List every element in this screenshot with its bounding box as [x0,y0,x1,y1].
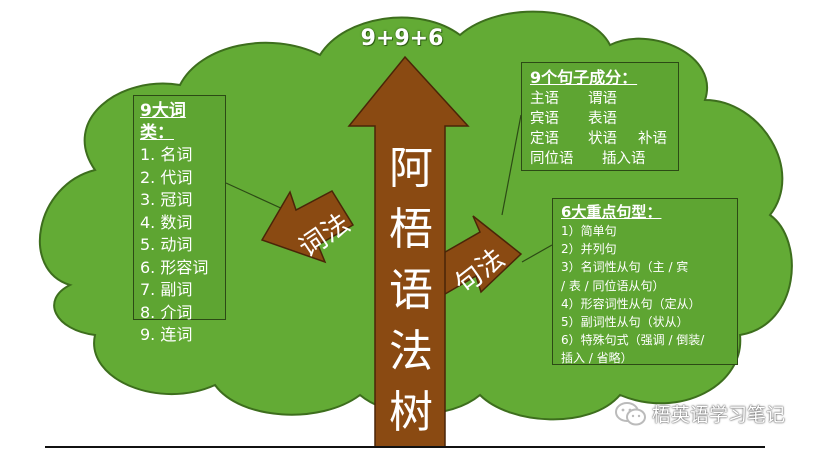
word-classes-title: 9大词类： [140,101,186,143]
list-item: 3）名词性从句（主 / 宾 [561,260,689,275]
trunk-char: 法 [389,326,433,377]
list-item: 1. 名词 [140,145,193,164]
wechat-icon [615,401,646,425]
list-item: 5. 动词 [140,235,193,254]
sentence-patterns-box: 6大重点句型： 1）简单句 2）并列句 3）名词性从句（主 / 宾 / 表 / … [552,198,738,365]
component-item: 补语 [638,131,667,147]
list-item: 7. 副词 [140,280,193,299]
watermark: 梧英语学习笔记 [614,400,785,427]
list-item: 2. 代词 [140,167,193,187]
component-item: 插入语 [602,151,646,167]
list-item: 6）特殊句式（强调 / 倒装/ [561,333,705,348]
component-row: 宾语 表语 [530,109,670,129]
component-item: 表语 [588,111,617,127]
trunk-char: 梧 [389,204,433,255]
list-item: 插入 / 省略） [561,351,633,366]
word-classes-box: 9大词类： 1. 名词 2. 代词 3. 冠词 4. 数词 5. 动词 6. 形… [133,95,226,344]
formula-label: 9+9+6 [360,26,444,51]
list-item: 4）形容词性从句（定从） [561,296,701,311]
component-item: 同位语 [530,151,574,167]
list-item: 6. 形容词 [140,257,209,277]
component-row: 同位语 插入语 [530,149,670,169]
component-item: 宾语 [530,111,559,127]
list-item: 9. 连词 [140,325,193,344]
connector-sentence-patterns [521,244,553,263]
list-item: 2）并列句 [561,242,617,257]
component-item: 状语 [588,131,617,147]
component-item: 主语 [530,91,559,107]
list-item: 3. 冠词 [140,190,193,209]
sentence-components-box: 9个句子成分： 主语 谓语 宾语 表语 定语 状语 补语 同位语 插入语 [521,62,679,171]
sentence-components-title: 9个句子成分： [530,68,638,87]
watermark-text: 梧英语学习笔记 [652,404,786,426]
component-item: 谓语 [588,91,617,107]
connector-sentence-components [501,114,522,216]
component-row: 主语 谓语 [530,89,670,109]
trunk-title: 阿 梧 语 法 树 [383,138,439,443]
sentence-patterns-title: 6大重点句型： [561,203,662,221]
list-item: 5）副词性从句（状从） [561,315,689,330]
trunk-char: 阿 [389,143,433,194]
list-item: 8. 介词 [140,302,193,322]
trunk-char: 语 [389,265,433,316]
trunk-char: 树 [389,387,433,438]
right-arrow [439,215,523,299]
list-item: / 表 / 同位语从句） [561,278,665,293]
component-item: 定语 [530,131,559,147]
left-arrow [260,190,355,264]
list-item: 4. 数词 [140,212,193,232]
component-row: 定语 状语 补语 [530,129,670,149]
list-item: 1）简单句 [561,224,617,238]
